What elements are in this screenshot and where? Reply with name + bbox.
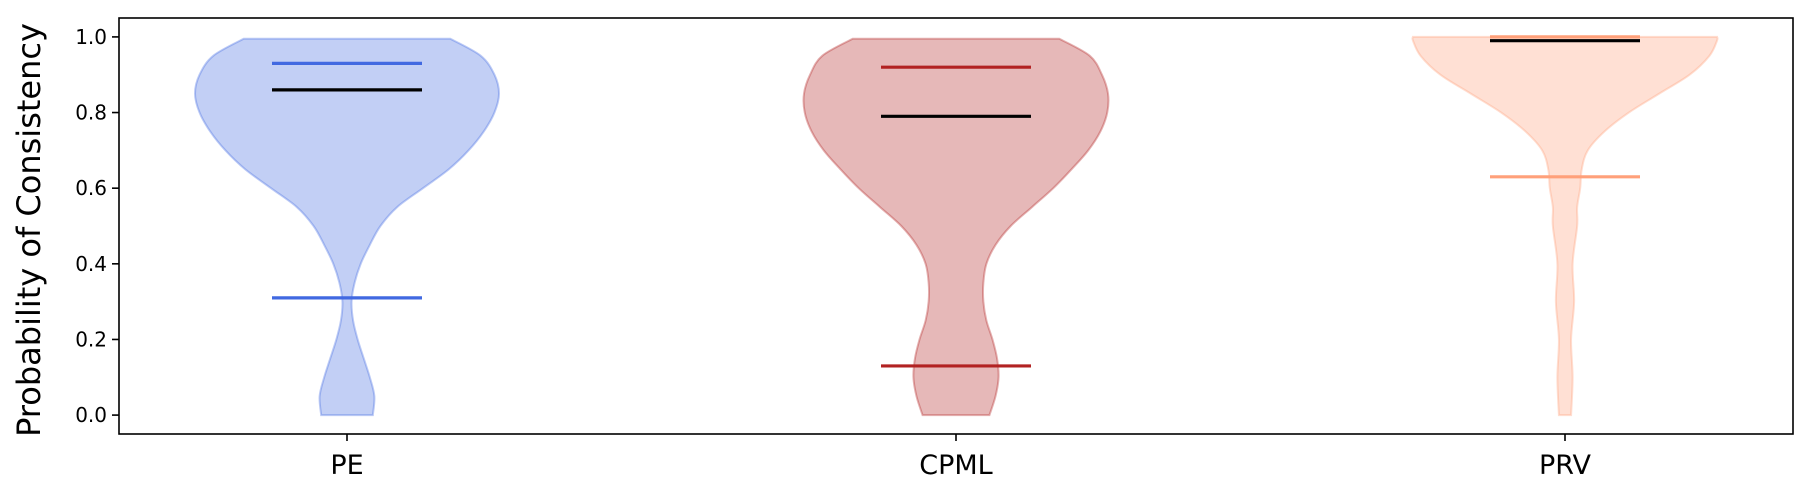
x-tick-label-pe: PE [330, 450, 363, 481]
violin-body-prv [1411, 35, 1719, 417]
y-axis-label: Probability of Consistency [10, 23, 48, 437]
y-tick-label: 0.2 [75, 327, 107, 351]
violins-layer [193, 35, 1719, 417]
stat-lines-layer [272, 35, 1640, 368]
y-tick-label: 0.0 [75, 403, 107, 427]
x-tick-label-prv: PRV [1539, 450, 1592, 481]
x-tick-label-cpml: CPML [919, 450, 992, 481]
y-axis: 0.0 0.2 0.4 0.6 0.8 1.0 [75, 25, 119, 427]
y-tick-label: 0.4 [75, 252, 107, 276]
y-tick-label: 0.8 [75, 101, 107, 125]
y-tick-label: 1.0 [75, 25, 107, 49]
y-tick-label: 0.6 [75, 176, 107, 200]
x-axis: PE CPML PRV [330, 434, 1592, 481]
violin-body-pe [193, 37, 501, 417]
violin-body-cpml [802, 37, 1110, 417]
